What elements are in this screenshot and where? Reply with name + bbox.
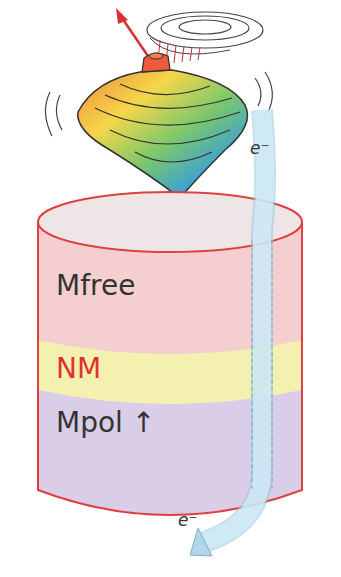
layer-label: Mfree (56, 269, 135, 302)
precession-rings (147, 12, 263, 54)
layer-label: Mpol ↑ (56, 406, 155, 439)
spinning-top (78, 53, 248, 198)
layer-band: NM (40, 346, 260, 390)
motion-lines (45, 72, 272, 136)
spin-arrow (116, 8, 152, 62)
layer-band: Mpol ↑ (40, 396, 260, 448)
electron-flow (190, 110, 272, 556)
layer-band: Mfree (40, 245, 260, 325)
layer-label: NM (56, 352, 101, 385)
electron-label: e⁻ (178, 510, 197, 530)
electron-label: e⁻ (250, 138, 269, 158)
